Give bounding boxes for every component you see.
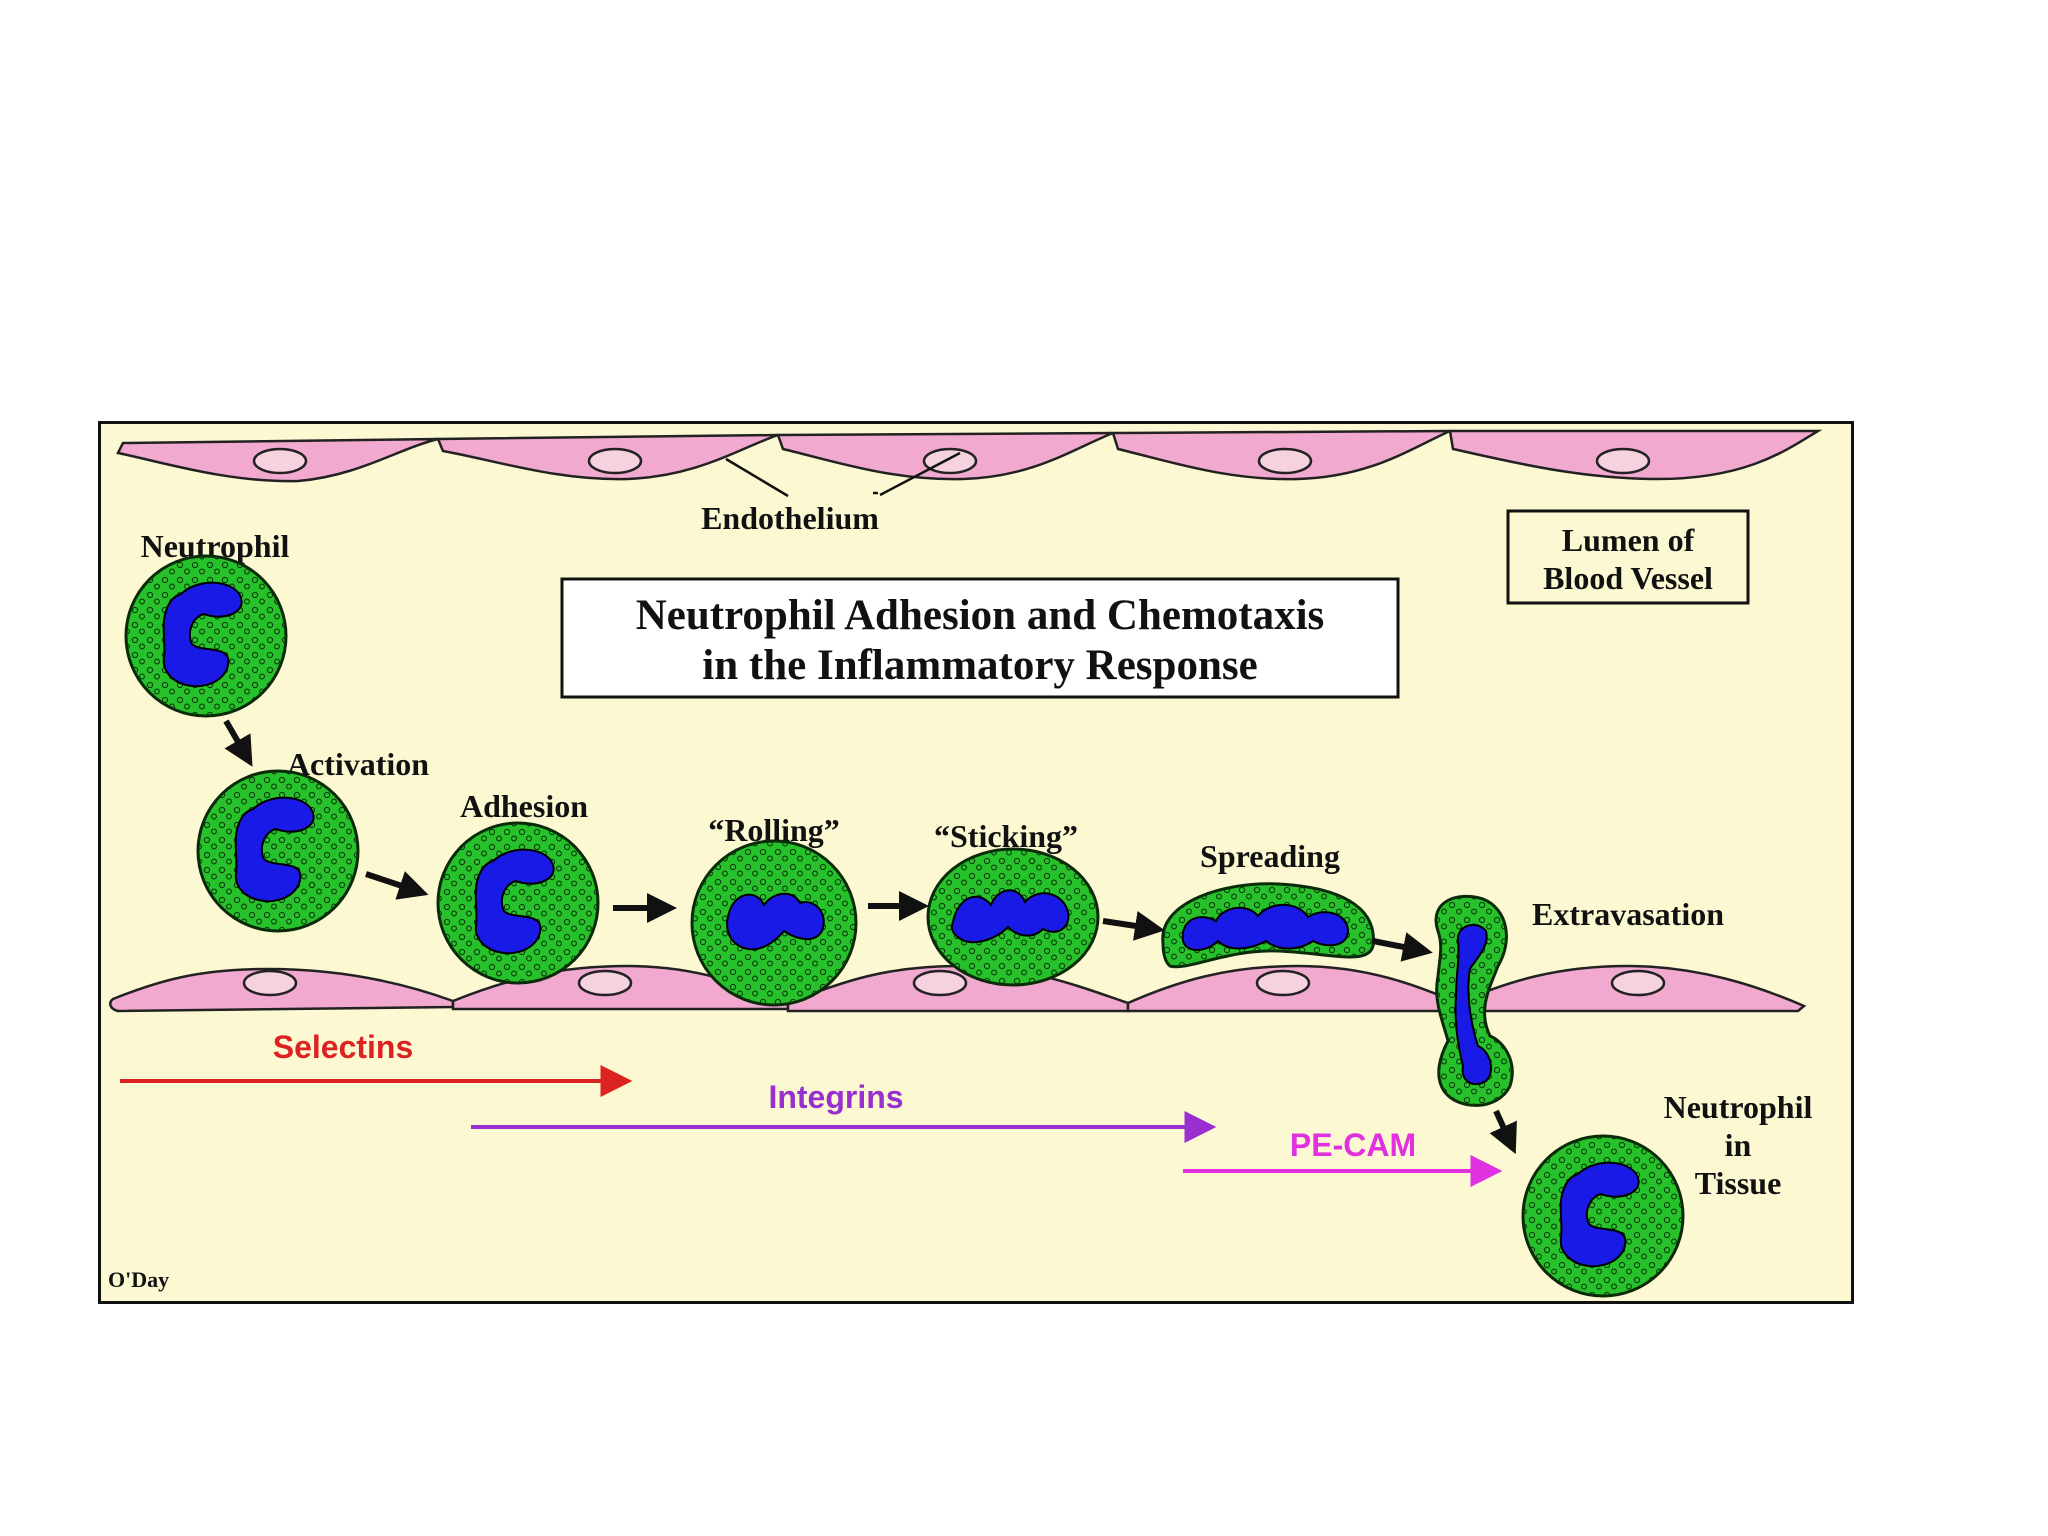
stage-label-adhesion: Adhesion <box>460 788 588 824</box>
neutrophil-activated-cell <box>196 769 360 933</box>
endothelium-label: Endothelium <box>701 500 879 536</box>
pecam-label: PE-CAM <box>1290 1127 1416 1163</box>
stage-label-activation: Activation <box>287 746 429 782</box>
upper-endothelium-nuclei <box>252 447 1651 475</box>
integrins-label: Integrins <box>768 1079 903 1115</box>
lower-endothelium-nuclei <box>242 969 1666 997</box>
stage-arrows <box>223 719 1517 1155</box>
stage-label-extravasation: Extravasation <box>1532 896 1724 932</box>
selectins-label: Selectins <box>273 1029 414 1065</box>
stage-label-tissue-line3: Tissue <box>1695 1165 1782 1201</box>
neutrophil-sticking-cell <box>926 847 1100 987</box>
endothelium-pointer-lines <box>725 451 961 498</box>
stage-label-spreading: Spreading <box>1200 838 1340 874</box>
diagram-svg: Lumen of Blood Vessel Neutrophil Adhesio… <box>98 421 1854 1304</box>
lumen-label-line2: Blood Vessel <box>1543 560 1713 596</box>
stage-label-tissue-line1: Neutrophil <box>1664 1089 1813 1125</box>
stage-label-tissue-line2: in <box>1725 1127 1752 1163</box>
neutrophil-rolling-cell <box>690 839 858 1007</box>
neutrophil-tissue-cell <box>1521 1134 1685 1298</box>
neutrophil-resting-cell <box>124 554 288 718</box>
title-box <box>560 577 1400 699</box>
title-line1: Neutrophil Adhesion and Chemotaxis <box>636 592 1325 639</box>
lumen-label-line1: Lumen of <box>1562 522 1695 558</box>
neutrophil-adhesion-cell <box>436 821 600 985</box>
credit-label: O'Day <box>108 1267 169 1292</box>
neutrophil-extravasating-cell <box>1434 894 1514 1107</box>
title-line2: in the Inflammatory Response <box>702 642 1257 689</box>
lumen-box <box>1506 509 1750 605</box>
neutrophil-spreading-cell <box>1161 882 1375 969</box>
diagram-panel: Lumen of Blood Vessel Neutrophil Adhesio… <box>98 421 1854 1304</box>
